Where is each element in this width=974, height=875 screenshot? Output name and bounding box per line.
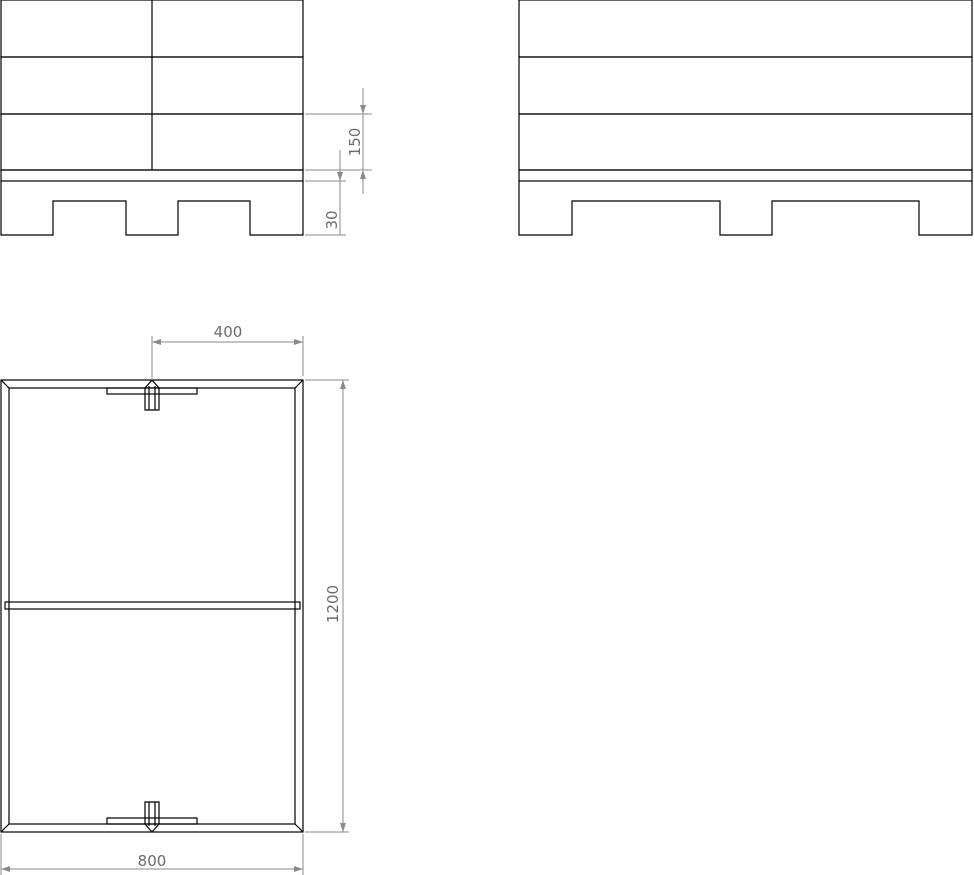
side-view (518, 0, 973, 236)
dimension-800: 800 (0, 834, 304, 875)
plan-inner-frame (8, 387, 296, 825)
dimension-800-label: 800 (138, 852, 167, 870)
side-pallet-base (518, 181, 973, 236)
dimension-150-label: 150 (346, 128, 364, 157)
dimension-30: 30 (305, 150, 346, 236)
side-deck-board (518, 169, 973, 182)
front-pallet-base (0, 181, 304, 236)
dimension-150: 150 (305, 88, 372, 194)
dimension-30-label: 30 (323, 210, 341, 229)
front-view (0, 0, 304, 236)
side-box-row-1 (518, 0, 973, 58)
plan-center-divider (4, 601, 301, 610)
side-box-row-2 (518, 56, 973, 115)
plan-view (0, 379, 304, 833)
dimension-400: 400 (151, 323, 304, 380)
dimension-1200: 1200 (305, 379, 349, 833)
plan-handle-bottom (106, 801, 198, 833)
plan-outer-frame (0, 379, 304, 833)
dimension-1200-label: 1200 (324, 585, 342, 623)
plan-handle-top (106, 379, 198, 411)
front-deck-board (0, 169, 304, 182)
dimension-400-label: 400 (214, 323, 243, 341)
side-box-row-3 (518, 113, 973, 171)
